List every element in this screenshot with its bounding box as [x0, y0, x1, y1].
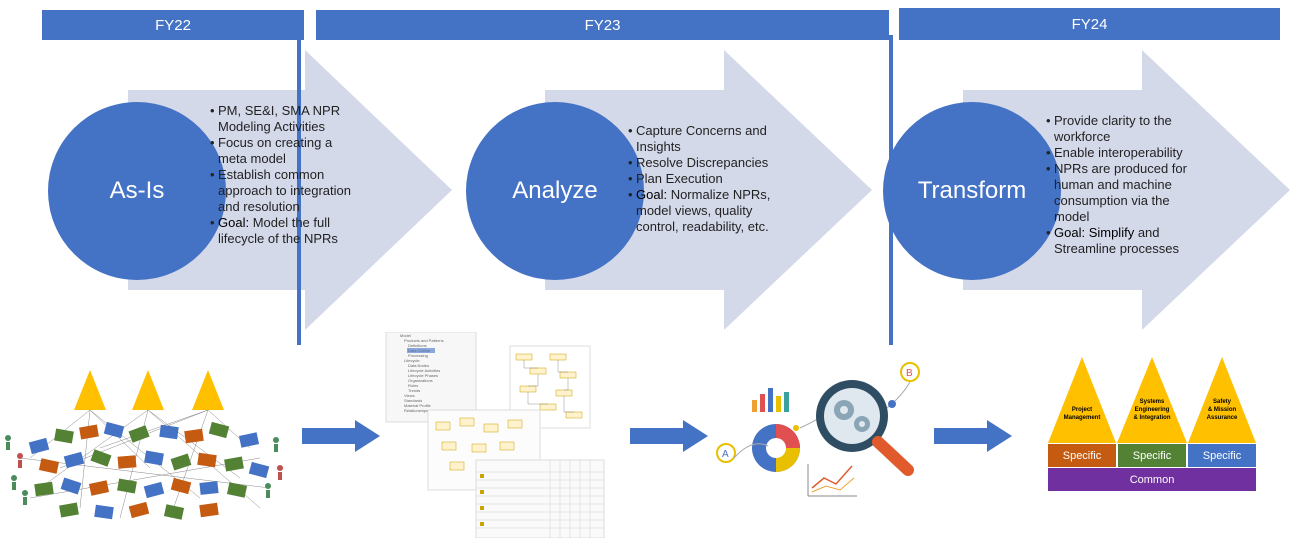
svg-text:Safety: Safety — [1213, 399, 1232, 405]
marker-a-icon: A — [716, 443, 736, 463]
svg-text:Products and Patterns: Products and Patterns — [404, 338, 444, 343]
svg-text:Management: Management — [1064, 415, 1101, 421]
svg-text:Organizations: Organizations — [408, 378, 433, 383]
svg-text:A: A — [722, 449, 729, 460]
analytics-image: A B — [716, 362, 920, 497]
triangle-pm — [1048, 357, 1116, 443]
svg-text:Project: Project — [1072, 407, 1092, 413]
matrix-table-panel — [475, 459, 605, 538]
fy22-header: FY22 — [42, 10, 304, 40]
svg-text:Lifecycle Activities: Lifecycle Activities — [408, 368, 440, 373]
bullet-item: Goal: Model the full lifecycle of the NP… — [210, 215, 360, 247]
svg-text:Engineering: Engineering — [1135, 407, 1170, 413]
transform-circle: Transform — [883, 102, 1061, 280]
bullet-item: Enable interoperability — [1046, 145, 1196, 161]
bullet-item: Provide clarity to the workforce — [1046, 113, 1196, 145]
svg-text:Definitions: Definitions — [408, 343, 427, 348]
bar-chart-icon — [752, 388, 789, 412]
transform-bullets: Provide clarity to the workforce Enable … — [1046, 113, 1196, 257]
bullet-item: NPRs are produced for human and machine … — [1046, 161, 1196, 225]
specific-sei-block: Specific — [1118, 444, 1186, 467]
analyze-title: Analyze — [512, 177, 598, 204]
svg-text:& Integration: & Integration — [1134, 415, 1171, 421]
svg-text:Material Profile: Material Profile — [404, 403, 431, 408]
svg-text:Model: Model — [400, 333, 411, 338]
svg-text:Processing: Processing — [408, 353, 428, 358]
flow-arrow-2 — [630, 420, 708, 452]
bullet-item: Plan Execution — [628, 171, 788, 187]
as-is-title: As-Is — [109, 177, 165, 204]
bullet-item: Goal: Simplify and Streamline processes — [1046, 225, 1196, 257]
model-views-collage: Model Products and Patterns Definitions … — [385, 332, 605, 538]
line-chart-icon — [807, 464, 857, 497]
as-is-circle: As-Is — [48, 102, 226, 280]
bullet-item: Establish common approach to integration… — [210, 167, 360, 215]
bullet-item: Goal: Normalize NPRs, model views, quali… — [628, 187, 788, 235]
specific-sma-block: Specific — [1188, 444, 1256, 467]
fy23-header: FY23 — [316, 10, 889, 40]
svg-text:Assurance: Assurance — [1207, 415, 1238, 421]
marker-b-icon: B — [900, 362, 920, 382]
fy24-header: FY24 — [899, 8, 1280, 40]
triangle-sma — [1188, 357, 1256, 443]
svg-text:Lifecycle: Lifecycle — [404, 358, 420, 363]
fy24-label: FY24 — [1071, 15, 1108, 33]
triangle-pm — [74, 370, 106, 410]
bullet-item: Capture Concerns and Insights — [628, 123, 788, 155]
as-is-bullets: PM, SE&I, SMA NPR Modeling Activities Fo… — [210, 103, 360, 247]
bullet-item: PM, SE&I, SMA NPR Modeling Activities — [210, 103, 360, 135]
transform-structure-image: Project Management Systems Engineering &… — [1048, 355, 1256, 491]
svg-text:Roles: Roles — [408, 383, 418, 388]
flow-arrow-3 — [934, 420, 1012, 452]
specific-pm-block: Specific — [1048, 444, 1116, 467]
triangle-sei — [132, 370, 164, 410]
flow-arrow-1 — [302, 420, 380, 452]
triangle-sma — [192, 370, 224, 410]
svg-text:Trends: Trends — [408, 388, 420, 393]
transform-triangles: Project Management Systems Engineering &… — [1048, 357, 1256, 443]
analyze-bullets: Capture Concerns and Insights Resolve Di… — [628, 123, 788, 235]
svg-text:Lifecycle Phases: Lifecycle Phases — [408, 373, 438, 378]
svg-text:Data Nodes: Data Nodes — [408, 363, 429, 368]
bullet-item: Resolve Discrepancies — [628, 155, 788, 171]
svg-text:& Mission: & Mission — [1208, 407, 1237, 413]
common-block: Common — [1048, 468, 1256, 491]
svg-text:B: B — [906, 368, 913, 379]
svg-text:Standards: Standards — [404, 398, 422, 403]
donut-chart-icon — [752, 424, 800, 472]
triangle-sei — [1117, 357, 1187, 443]
svg-text:Systems: Systems — [1140, 399, 1165, 405]
analyze-circle: Analyze — [466, 102, 644, 280]
bullet-item: Focus on creating a meta model — [210, 135, 360, 167]
magnifier-icon — [816, 380, 914, 476]
fy22-label: FY22 — [155, 16, 191, 34]
as-is-network-image — [5, 370, 283, 520]
svg-text:Views: Views — [404, 393, 415, 398]
transform-title: Transform — [917, 177, 1027, 204]
model-tree-panel — [385, 332, 477, 423]
fy23-label: FY23 — [584, 16, 621, 34]
